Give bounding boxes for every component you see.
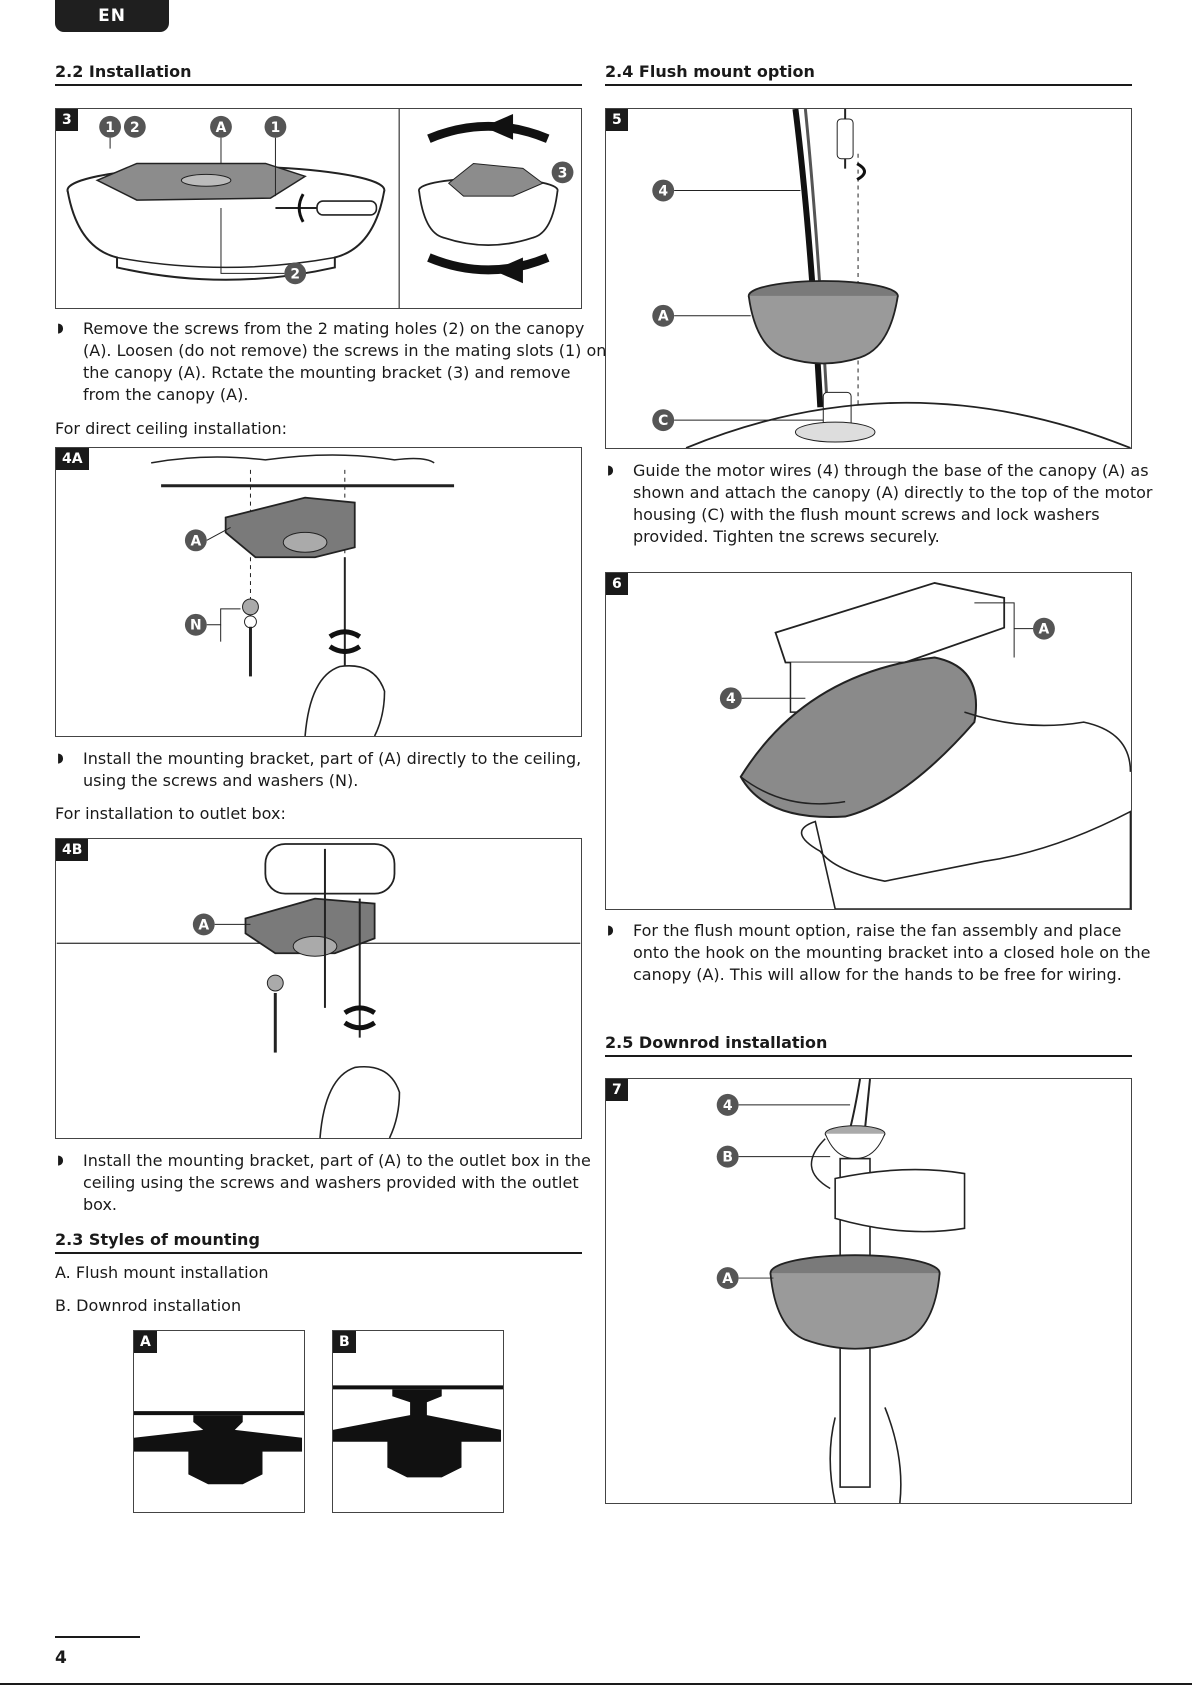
instruction-text: Install the mounting bracket, part of (A… [83, 749, 582, 790]
instruction-install-ceiling: ◗ Install the mounting bracket, part of … [55, 748, 610, 792]
figure-tag-3: 3 [56, 109, 78, 131]
figure-tag-4a: 4A [56, 448, 89, 470]
page-bottom-rule [0, 1683, 1192, 1685]
section-title-downrod: 2.5 Downrod installation [605, 1033, 1132, 1057]
style-a-label: A. Flush mount installation [55, 1263, 269, 1282]
instruction-install-outlet: ◗ Install the mounting bracket, part of … [55, 1150, 610, 1216]
outlet-box-label: For installation to outlet box: [55, 804, 286, 823]
svg-text:4: 4 [726, 691, 736, 707]
section-title-styles: 2.3 Styles of mounting [55, 1230, 582, 1254]
downrod-mount-diagram [333, 1385, 503, 1478]
svg-text:4: 4 [658, 183, 668, 199]
figure-3: 1 2 A 1 2 3 3 [55, 108, 582, 309]
hanging-assembly-illustration: A 4 [719, 582, 1131, 909]
bullet-icon: ◗ [607, 463, 614, 478]
instruction-guide-wires: ◗ Guide the motor wires (4) through the … [605, 460, 1160, 548]
figure-tag-4b: 4B [56, 839, 89, 861]
instruction-text: Remove the screws from the 2 mating hole… [83, 319, 607, 404]
svg-text:B: B [722, 1150, 733, 1166]
instruction-text: Install the mounting bracket, part of (A… [83, 1151, 591, 1214]
figure-4a: A N 4A [55, 447, 582, 737]
figure-4b: A 4B [55, 838, 582, 1139]
svg-text:A: A [216, 120, 227, 136]
svg-text:A: A [722, 1271, 733, 1287]
flush-canopy-illustration: 4 A C [652, 109, 1131, 448]
direct-ceiling-label: For direct ceiling installation: [55, 419, 288, 438]
instruction-remove-screws: ◗ Remove the screws from the 2 mating ho… [55, 318, 610, 406]
direct-ceiling-illustration: A N [151, 454, 455, 736]
instruction-text: For the flush mount option, raise the fa… [633, 921, 1151, 984]
svg-text:A: A [658, 309, 669, 325]
instruction-raise-assembly: ◗ For the flush mount option, raise the … [605, 920, 1160, 986]
svg-text:A: A [198, 917, 209, 933]
outlet-box-illustration: A [56, 843, 581, 1138]
figure-6: A 4 6 [605, 572, 1132, 910]
figure-5: 4 A C 5 [605, 108, 1132, 449]
svg-text:C: C [658, 413, 668, 429]
svg-text:2: 2 [290, 266, 300, 282]
figure-7: 4 B A 7 [605, 1078, 1132, 1504]
canopy-bracket-illustration: 1 2 A 1 2 3 [66, 109, 574, 308]
page-number: 4 [55, 1648, 67, 1668]
svg-text:1: 1 [105, 120, 115, 136]
bullet-icon: ◗ [57, 751, 64, 766]
language-tab: EN [55, 0, 169, 32]
bullet-icon: ◗ [57, 321, 64, 336]
page-number-rule [55, 1636, 140, 1638]
section-title-installation: 2.2 Installation [55, 62, 582, 86]
figure-tag-6: 6 [606, 573, 628, 595]
svg-text:N: N [190, 618, 202, 634]
figure-style-a: A [133, 1330, 305, 1513]
bullet-icon: ◗ [607, 923, 614, 938]
figure-tag-5: 5 [606, 109, 628, 131]
style-b-label: B. Downrod installation [55, 1296, 242, 1315]
figure-tag-7: 7 [606, 1079, 628, 1101]
downrod-assembly-illustration: 4 B A [716, 1079, 966, 1503]
svg-text:1: 1 [271, 120, 281, 136]
svg-text:4: 4 [723, 1098, 733, 1114]
svg-text:2: 2 [130, 120, 140, 136]
svg-text:A: A [190, 533, 201, 549]
figure-style-b: B [332, 1330, 504, 1513]
svg-text:3: 3 [558, 165, 568, 181]
bullet-icon: ◗ [57, 1153, 64, 1168]
figure-tag-style-b: B [333, 1331, 356, 1353]
figure-tag-style-a: A [134, 1331, 157, 1353]
svg-text:A: A [1039, 622, 1050, 638]
section-title-flush-mount: 2.4 Flush mount option [605, 62, 1132, 86]
flush-mount-diagram [134, 1411, 304, 1485]
instruction-text: Guide the motor wires (4) through the ba… [633, 461, 1153, 546]
